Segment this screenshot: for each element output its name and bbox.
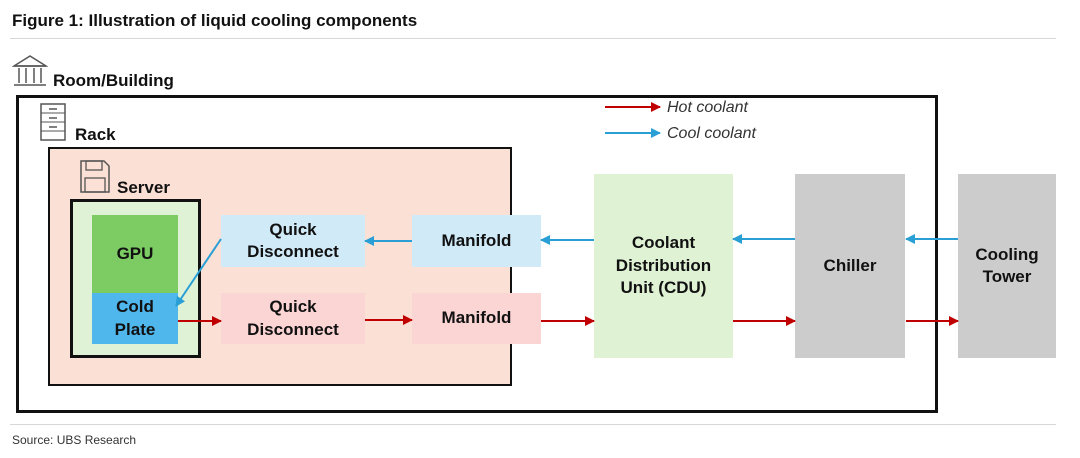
building-icon <box>11 54 49 88</box>
rack-icon <box>40 103 66 141</box>
figure-title: Figure 1: Illustration of liquid cooling… <box>12 11 418 30</box>
source-note: Source: UBS Research <box>12 433 137 447</box>
legend-hot-label: Hot coolant <box>667 99 748 116</box>
top-divider <box>10 38 1056 39</box>
server-label: Server <box>117 178 170 197</box>
manifold-hot-box: Manifold <box>412 293 541 344</box>
rack-label: Rack <box>75 125 116 144</box>
bottom-divider <box>10 424 1056 425</box>
manifold-cool-box: Manifold <box>412 215 541 267</box>
cold-plate-box: Cold Plate <box>92 293 178 344</box>
cooling-tower-box: Cooling Tower <box>958 174 1056 358</box>
gpu-box: GPU <box>92 215 178 293</box>
room-building-label: Room/Building <box>53 71 174 90</box>
cool-arrow-qd-to-cold-plate <box>175 238 222 307</box>
quick-disconnect-cool-box: Quick Disconnect <box>221 215 365 267</box>
server-icon <box>80 160 110 193</box>
quick-disconnect-hot-box: Quick Disconnect <box>221 293 365 344</box>
chiller-box: Chiller <box>795 174 905 358</box>
legend-cool-label: Cool coolant <box>667 125 756 142</box>
room-building-frame <box>16 95 938 413</box>
cdu-box: Coolant Distribution Unit (CDU) <box>594 174 733 358</box>
